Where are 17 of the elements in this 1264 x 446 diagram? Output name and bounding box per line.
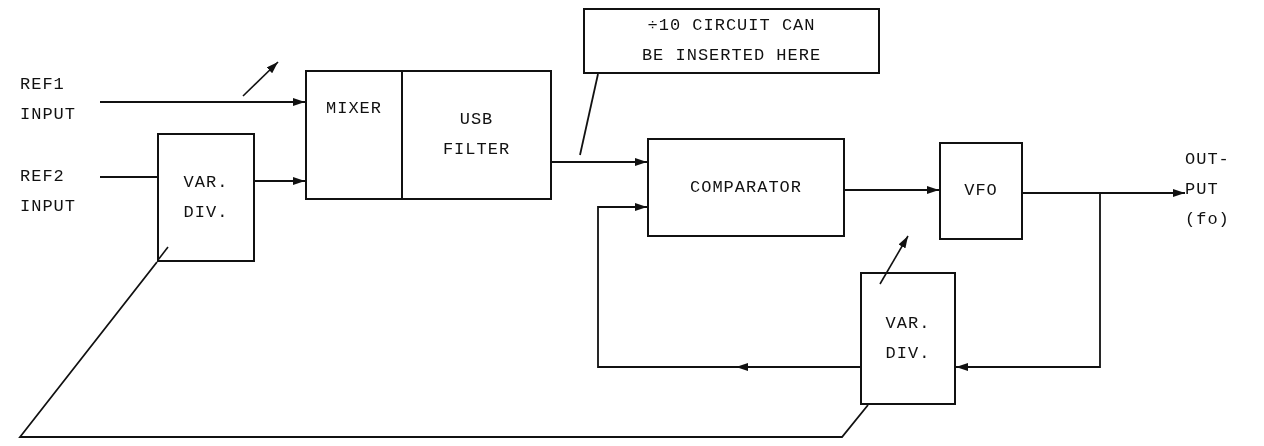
block-label: USB FILTER xyxy=(441,109,512,161)
block-label: COMPARATOR xyxy=(690,176,802,199)
callout-box xyxy=(583,8,880,74)
block-box xyxy=(860,272,956,405)
signal-label: REF2 INPUT xyxy=(20,166,77,218)
signal-label: REF1 INPUT xyxy=(20,74,77,126)
block-box xyxy=(647,138,845,237)
block-label: ÷10 CIRCUIT CAN BE INSERTED HERE xyxy=(640,15,823,67)
block-label: VAR. DIV. xyxy=(884,312,932,365)
block-box xyxy=(401,70,552,200)
block-label: MIXER xyxy=(326,98,382,120)
block-box xyxy=(939,142,1023,240)
block-box xyxy=(157,133,255,262)
block-box xyxy=(305,70,403,200)
block-label: VAR. DIV. xyxy=(182,171,230,224)
block-label: VFO xyxy=(964,180,998,203)
signal-label: OUT- PUT (fo) xyxy=(1185,149,1231,231)
